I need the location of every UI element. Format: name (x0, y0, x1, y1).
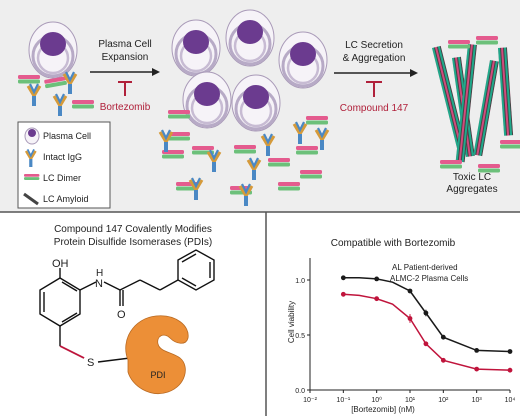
x-tick-label: 10⁻¹ (336, 397, 350, 404)
lc-amyloid-fibrils (432, 36, 520, 173)
series-point-0 (474, 348, 480, 353)
compound-147-structure (39, 249, 215, 359)
pdi-protein (125, 315, 189, 394)
secretion-label-2: & Aggregation (343, 53, 406, 64)
series-point-1 (507, 367, 513, 373)
initial-plasma-cell (27, 20, 79, 80)
series-point-0 (374, 276, 380, 282)
atom-oh: OH (52, 258, 69, 270)
viability-chart: 10⁻² 10⁻¹ 10⁰ 10¹ 10² 10³ 10⁴ 0.0 0.5 1.0 (295, 258, 515, 404)
series-point-1 (440, 357, 446, 363)
chart-ylabel: Cell viability (287, 301, 296, 343)
legend-plasma-cell: Plasma Cell (43, 131, 91, 141)
expansion-label-2: Expansion (102, 52, 149, 63)
toxic-lc-label-1: Toxic LC (453, 172, 491, 183)
x-tick-label: 10⁻² (303, 397, 317, 404)
secretion-label-1: LC Secretion (345, 40, 403, 51)
bortezomib-label: Bortezomib (100, 102, 151, 113)
series-point-0 (340, 275, 346, 281)
atom-h: H (96, 268, 103, 279)
y-tick-label: 0.5 (295, 333, 305, 340)
pdi-title-2: Protein Disulfide Isomerases (PDIs) (54, 237, 212, 248)
series-point-0 (507, 349, 513, 354)
series-point-1 (374, 296, 380, 302)
lc-amyloid-icon (23, 192, 39, 206)
bortezomib-inhibitor-icon (118, 81, 132, 96)
s-pdi-bond (97, 357, 131, 363)
pdi-title-1: Compound 147 Covalently Modifies (54, 224, 212, 235)
legend: Plasma Cell Intact IgG LC Dimer LC Amylo… (17, 121, 111, 209)
expansion-arrow (90, 68, 160, 76)
plasma-cell-icon (24, 127, 40, 145)
atom-s: S (87, 357, 94, 369)
y-tick-label: 0.0 (295, 388, 305, 395)
chart-xlabel: [Bortezomib] (nM) (351, 405, 415, 414)
chart-annotation-1: AL Patient-derived (392, 263, 458, 272)
pdi-label: PDI (150, 370, 165, 380)
series-line-1 (343, 293, 511, 371)
x-tick-label: 10⁰ (371, 396, 382, 404)
y-tick-label: 1.0 (295, 278, 305, 285)
expansion-label-1: Plasma Cell (98, 39, 151, 50)
x-tick-label: 10⁴ (505, 397, 516, 404)
atom-n: N (95, 278, 103, 290)
series-point-0 (407, 288, 413, 294)
toxic-lc-label-2: Aggregates (446, 184, 497, 195)
chart-annotation-2: ALMC-2 Plasma Cells (390, 274, 468, 283)
secretion-arrow (334, 69, 418, 77)
atom-o: O (117, 309, 126, 321)
x-tick-label: 10¹ (405, 397, 416, 404)
legend-lc-amyloid: LC Amyloid (43, 194, 89, 204)
series-point-0 (440, 334, 446, 340)
legend-lc-dimer: LC Dimer (43, 173, 81, 183)
legend-intact-igg: Intact IgG (43, 152, 82, 162)
x-tick-label: 10² (438, 397, 449, 404)
covalent-bond-highlight (59, 345, 85, 359)
chart-title: Compatible with Bortezomib (331, 238, 456, 249)
series-point-1 (340, 291, 346, 297)
series-point-1 (474, 366, 480, 372)
series-point-1 (423, 341, 429, 347)
x-tick-label: 10³ (472, 397, 483, 404)
compound-147-inhibitor-icon (366, 81, 382, 97)
compound-147-label: Compound 147 (340, 103, 409, 114)
